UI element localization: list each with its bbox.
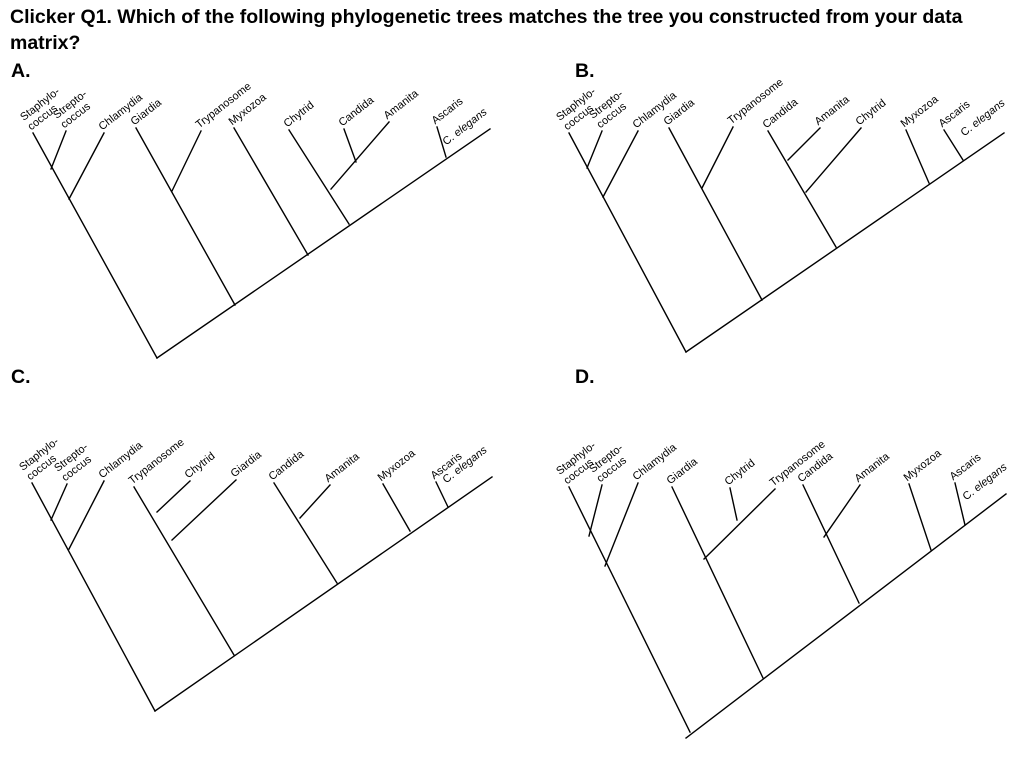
taxon-label: Giardia [229,448,265,480]
tree-branch [68,132,105,200]
taxon-label: Giardia [665,455,701,487]
taxon-label-line: Chytrid [183,450,218,481]
tree-branch [588,484,603,537]
taxon-label-line: Giardia [229,448,265,480]
panel-label-a: A. [11,60,31,82]
taxon-label-italic: elegans [972,461,1010,494]
tree-branch [604,482,639,567]
taxon-label-line: Myxozoa [899,93,942,130]
taxon-label: Amanita [382,87,422,122]
taxon-label-line: Amanita [853,450,893,485]
tree-branch [701,126,734,189]
tree-branch [435,481,449,508]
tree-branch [767,130,837,248]
tree-branch [330,121,390,190]
tree-branch [823,484,861,538]
tree-branch [50,483,68,521]
tree-branch [954,482,966,526]
taxon-label: Ascaris [948,451,984,483]
taxon-label: Candida [267,448,307,483]
tree-branch [802,484,860,604]
tree-branch [908,483,932,551]
tree-branch [343,128,357,163]
taxon-label: Myxozoa [376,447,419,484]
taxon-label: Chytrid [183,450,218,481]
tree-trunk [685,132,1005,353]
taxon-label-line: Chytrid [723,457,758,488]
taxon-label: Strepto-coccus [52,441,98,484]
tree-branch [68,480,105,550]
taxon-label-line: Amanita [382,87,422,122]
tree-trunk [154,476,493,712]
tree-branch [382,483,411,532]
taxon-label: Chytrid [282,99,317,130]
taxon-label: Chytrid [723,457,758,488]
tree-branch [602,130,639,198]
taxon-label: Amanita [853,450,893,485]
tree-branch [703,488,776,560]
tree-branch [586,130,603,169]
panel-label-b: B. [575,60,595,82]
taxon-label-line: Myxozoa [902,447,945,484]
taxon-label-line: Ascaris [948,451,984,483]
tree-branch [171,479,237,541]
tree-branch [273,482,338,584]
taxon-label: Amanita [813,93,853,128]
taxon-label: Myxozoa [899,93,942,130]
tree-branch [133,486,235,656]
tree-branch [31,482,156,712]
taxon-label: Amanita [323,450,363,485]
taxon-label-line: Chytrid [854,97,889,128]
taxon-label-line: Candida [761,96,801,131]
taxon-label-line: Chytrid [282,99,317,130]
tree-branch [436,126,447,158]
taxon-label: Myxozoa [902,447,945,484]
taxon-label-line: Candida [267,448,307,483]
tree-branch [729,487,738,521]
tree-branch [156,480,191,513]
tree-branch [787,127,821,161]
taxon-label-line: Myxozoa [376,447,419,484]
tree-branch [671,486,764,679]
taxon-label-line: Amanita [813,93,853,128]
question-text: Clicker Q1. Which of the following phylo… [10,6,963,54]
tree-branch [171,130,202,192]
tree-branch [568,132,687,353]
taxon-label: Candida [761,96,801,131]
taxon-label-line: Amanita [323,450,363,485]
tree-branch [905,129,930,184]
taxon-label-italic: elegans [970,97,1008,130]
tree-branch [32,132,158,359]
tree-branch [568,486,691,733]
taxon-label: Candida [337,94,377,129]
tree-branch [233,127,309,256]
tree-branch [50,130,67,170]
tree-branch [805,127,862,193]
tree-trunk [685,493,1007,739]
tree-branch [668,127,763,301]
tree-branch [299,484,331,519]
tree-trunk [156,128,491,359]
taxon-label-line: Giardia [665,455,701,487]
panel-label-d: D. [575,366,595,388]
taxon-label-line: Candida [337,94,377,129]
tree-branch [288,129,350,225]
tree-branch [943,129,964,161]
taxon-label: Chytrid [854,97,889,128]
tree-branch [135,127,236,306]
panel-label-c: C. [11,366,31,388]
